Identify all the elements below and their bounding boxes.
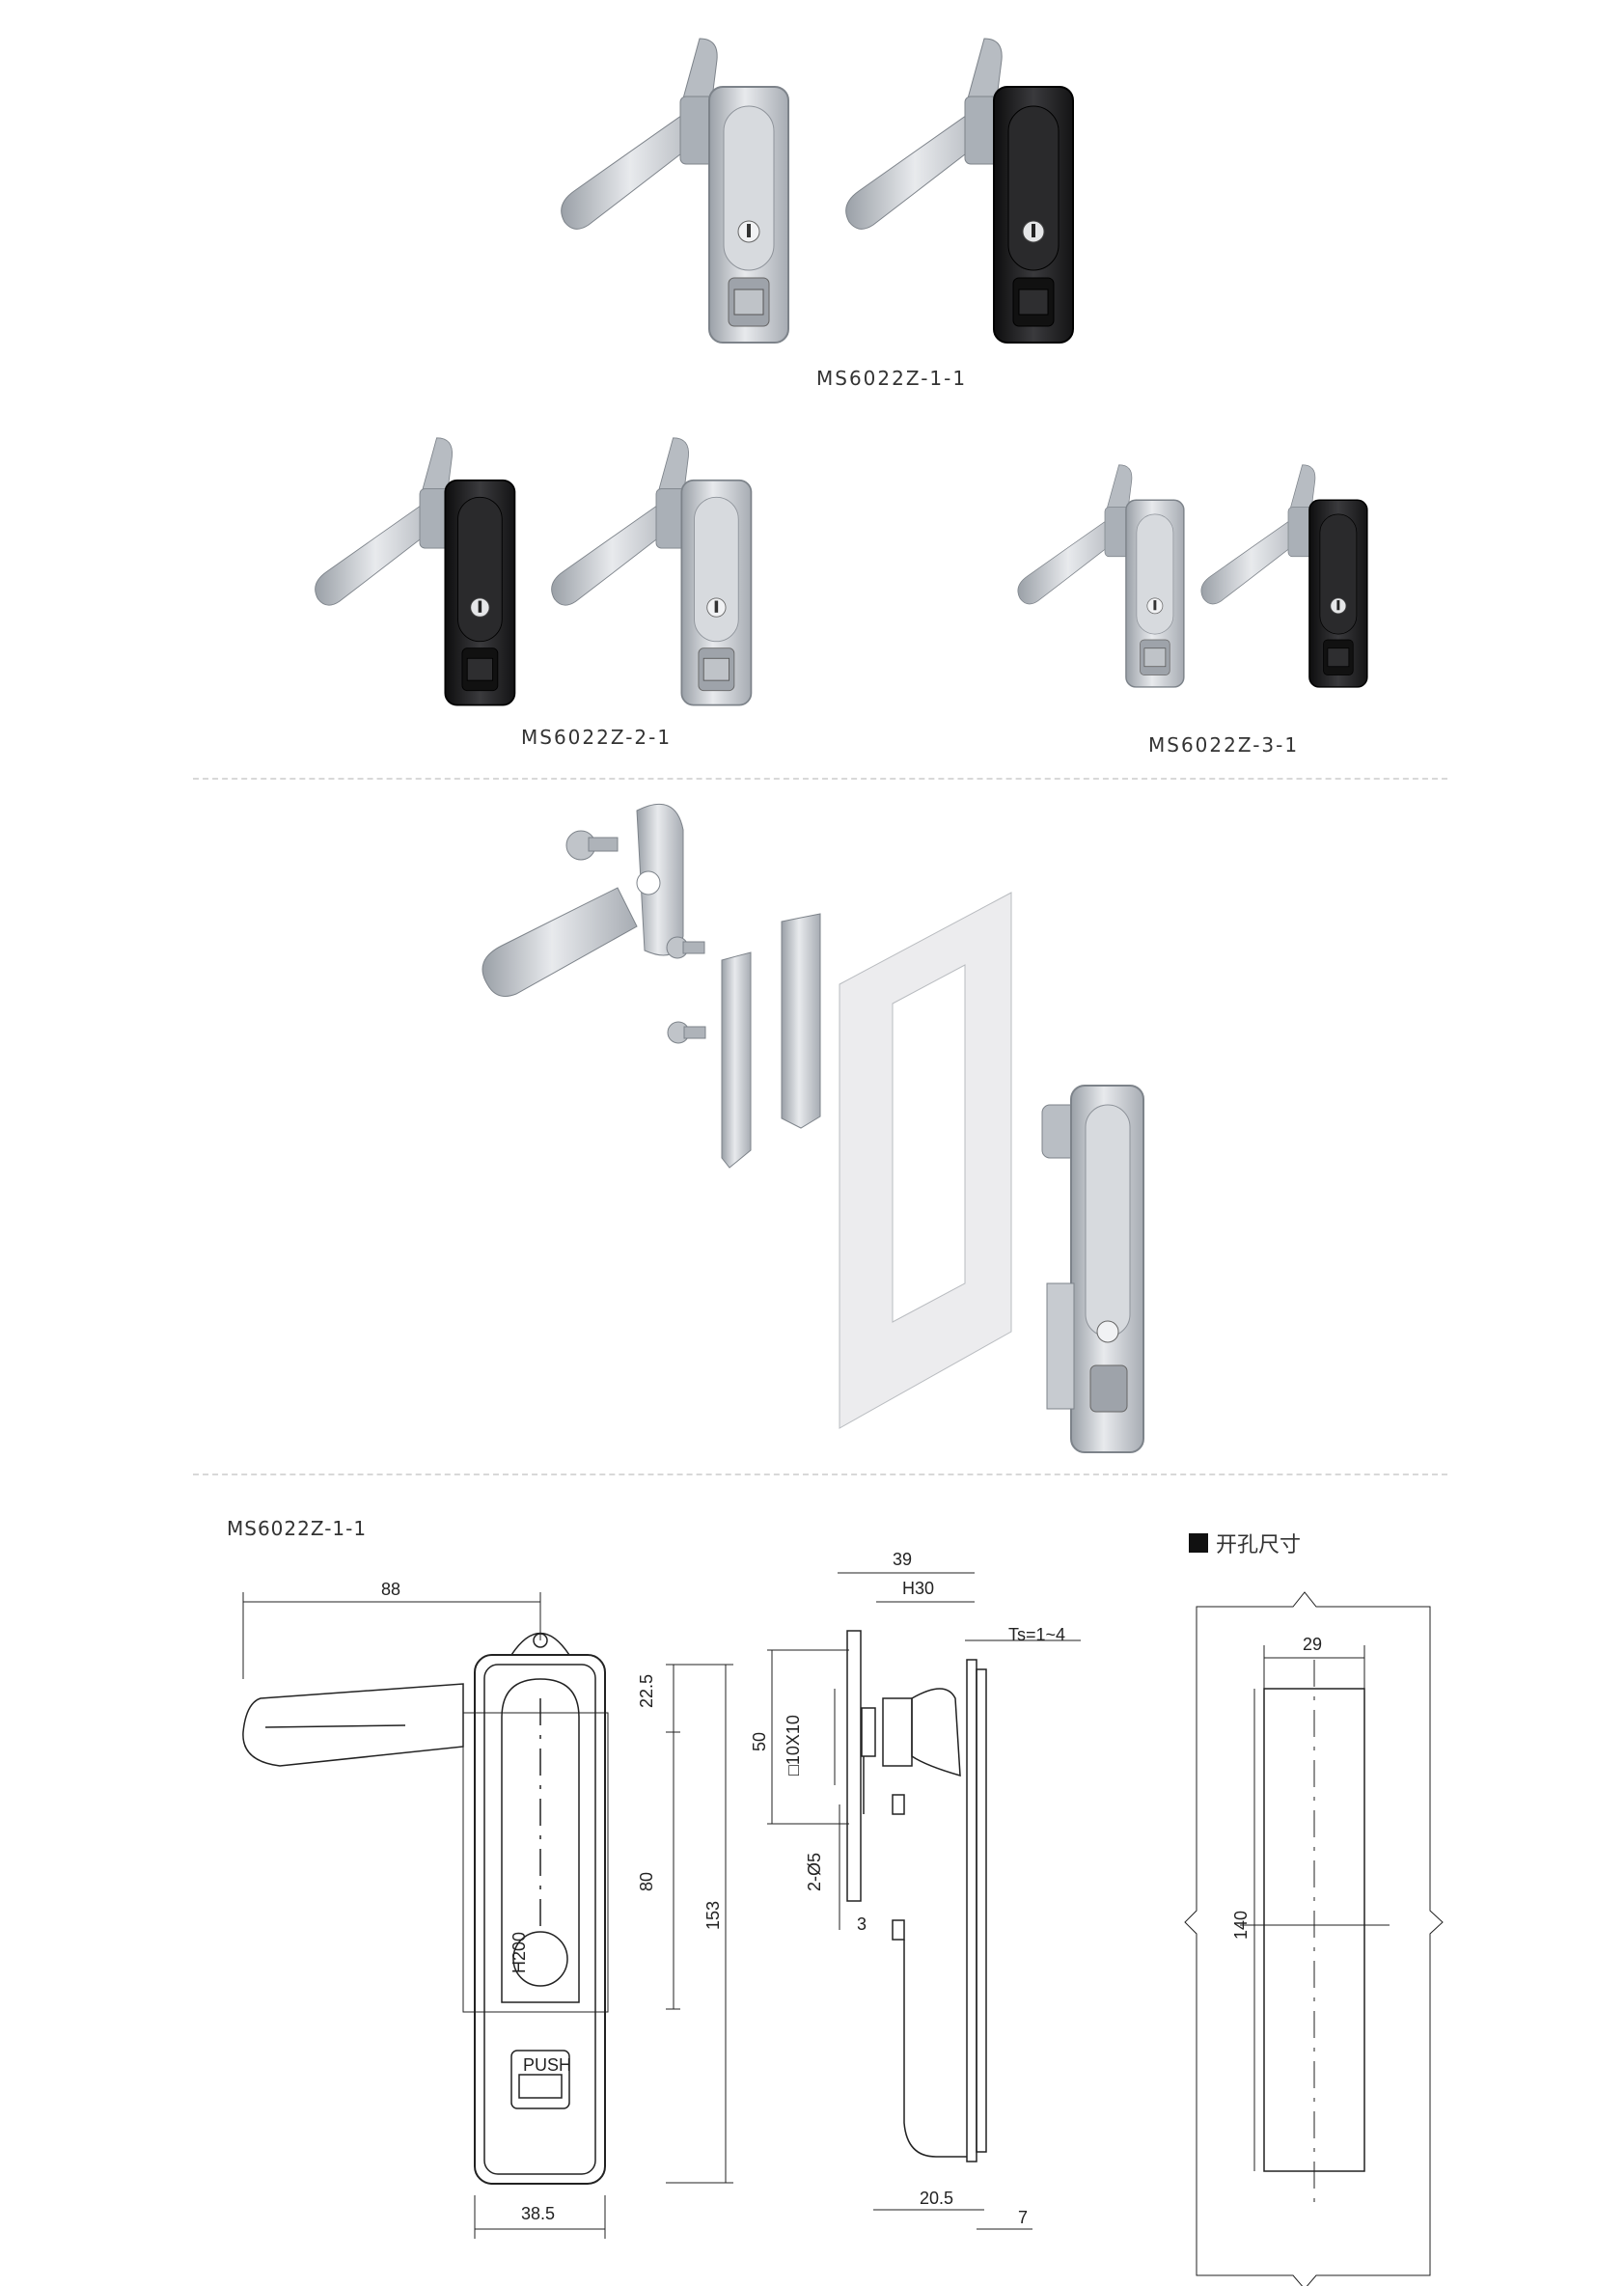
lock-black-1 [844, 38, 1074, 344]
square-bullet-icon [1189, 1533, 1208, 1553]
product-label-3: MS6022Z-3-1 [1148, 733, 1300, 757]
dim-ts: Ts=1~4 [1008, 1625, 1065, 1644]
product-renderings [314, 38, 1368, 1453]
push-text: PUSH [523, 2055, 571, 2075]
separator-2 [193, 1474, 1447, 1475]
dim-holes: 2-Ø5 [805, 1853, 824, 1891]
lock-silver-1 [560, 38, 789, 344]
exploded-view [482, 803, 1144, 1453]
dim-50: 50 [750, 1732, 769, 1751]
dim-h30: H30 [902, 1579, 934, 1598]
drawing-title: MS6022Z-1-1 [227, 1517, 368, 1540]
lock-silver-3 [1017, 463, 1185, 688]
dim-140: 140 [1231, 1911, 1251, 1940]
lock-black-3 [1200, 463, 1368, 688]
dim-29: 29 [1303, 1635, 1322, 1654]
dim-80: 80 [637, 1872, 656, 1891]
dim-88: 88 [381, 1580, 400, 1599]
dim-38-5: 38.5 [521, 2204, 555, 2223]
dim-153: 153 [703, 1901, 723, 1930]
dimension-lines [242, 1572, 1365, 2239]
dim-20-5: 20.5 [920, 2189, 953, 2208]
product-label-1: MS6022Z-1-1 [816, 367, 968, 390]
dim-7: 7 [1018, 2208, 1028, 2227]
front-view [242, 1632, 609, 2185]
dim-22-5: 22.5 [637, 1674, 656, 1708]
dim-3: 3 [857, 1914, 867, 1934]
key-code-text: H200 [509, 1932, 529, 1973]
separator-1 [193, 778, 1447, 780]
cutout-heading: 开孔尺寸 [1189, 1528, 1301, 1558]
lock-silver-2 [550, 436, 753, 706]
dim-39: 39 [893, 1550, 912, 1569]
cutout-view [1184, 1591, 1444, 2286]
dim-square: □10X10 [784, 1715, 803, 1776]
side-view [846, 1630, 987, 2162]
lock-black-2 [314, 436, 516, 706]
product-label-2: MS6022Z-2-1 [521, 726, 673, 749]
